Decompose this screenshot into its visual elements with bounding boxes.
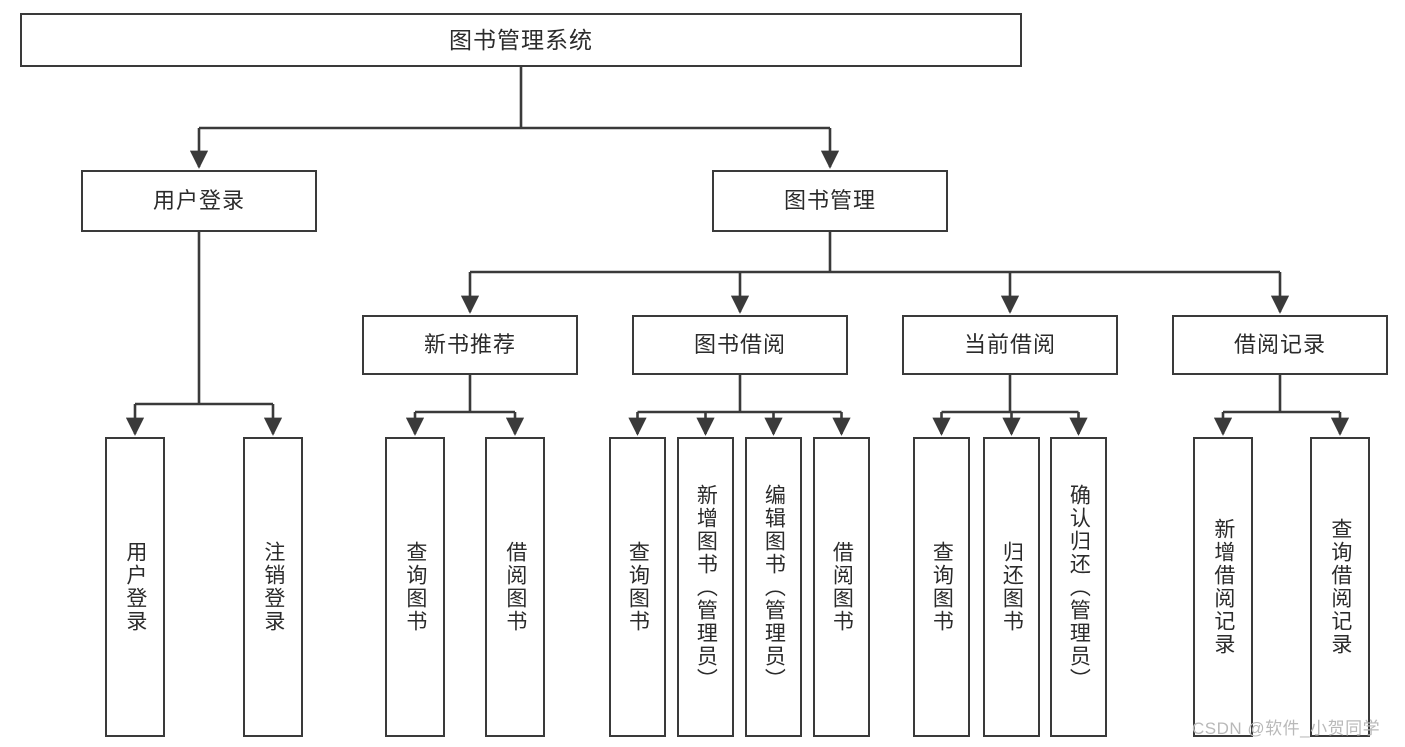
node-level2-1-label: 图书管理 <box>783 188 876 214</box>
node-level3-0-label: 新书推荐 <box>423 332 516 358</box>
node-leaf-3[interactable]: 借阅图书 <box>485 437 545 737</box>
node-leaf-6-label: 编辑图书（管理员） <box>762 483 786 691</box>
node-leaf-12-label: 查询借阅记录 <box>1328 518 1352 656</box>
node-leaf-7[interactable]: 借阅图书 <box>813 437 870 737</box>
node-leaf-0-label: 用户登录 <box>123 541 147 633</box>
node-level3-0[interactable]: 新书推荐 <box>362 315 578 375</box>
node-level3-2-label: 当前借阅 <box>963 332 1056 358</box>
node-leaf-2[interactable]: 查询图书 <box>385 437 445 737</box>
node-level2-1[interactable]: 图书管理 <box>712 170 948 232</box>
node-leaf-7-label: 借阅图书 <box>830 541 854 633</box>
watermark: CSDN @软件_小贺同学 <box>1192 719 1381 738</box>
node-leaf-11-label: 新增借阅记录 <box>1211 518 1235 656</box>
node-leaf-11[interactable]: 新增借阅记录 <box>1193 437 1253 737</box>
node-leaf-9[interactable]: 归还图书 <box>983 437 1040 737</box>
node-leaf-4-label: 查询图书 <box>626 541 650 633</box>
node-leaf-10-label: 确认归还（管理员） <box>1067 483 1091 691</box>
node-leaf-9-label: 归还图书 <box>1000 541 1024 633</box>
node-root[interactable]: 图书管理系统 <box>20 13 1022 67</box>
node-leaf-1-label: 注销登录 <box>261 541 285 633</box>
node-level3-3[interactable]: 借阅记录 <box>1172 315 1388 375</box>
node-level2-0-label: 用户登录 <box>152 188 245 214</box>
node-leaf-3-label: 借阅图书 <box>503 541 527 633</box>
node-leaf-8[interactable]: 查询图书 <box>913 437 970 737</box>
node-leaf-10[interactable]: 确认归还（管理员） <box>1050 437 1107 737</box>
node-level3-3-label: 借阅记录 <box>1233 332 1326 358</box>
node-leaf-6[interactable]: 编辑图书（管理员） <box>745 437 802 737</box>
node-leaf-0[interactable]: 用户登录 <box>105 437 165 737</box>
node-leaf-12[interactable]: 查询借阅记录 <box>1310 437 1370 737</box>
node-level3-1-label: 图书借阅 <box>693 332 786 358</box>
node-leaf-5-label: 新增图书（管理员） <box>694 483 718 691</box>
node-leaf-5[interactable]: 新增图书（管理员） <box>677 437 734 737</box>
node-leaf-2-label: 查询图书 <box>403 541 427 633</box>
node-level2-0[interactable]: 用户登录 <box>81 170 317 232</box>
node-leaf-1[interactable]: 注销登录 <box>243 437 303 737</box>
node-leaf-8-label: 查询图书 <box>930 541 954 633</box>
node-leaf-4[interactable]: 查询图书 <box>609 437 666 737</box>
node-root-label: 图书管理系统 <box>449 26 593 53</box>
node-level3-2[interactable]: 当前借阅 <box>902 315 1118 375</box>
node-level3-1[interactable]: 图书借阅 <box>632 315 848 375</box>
